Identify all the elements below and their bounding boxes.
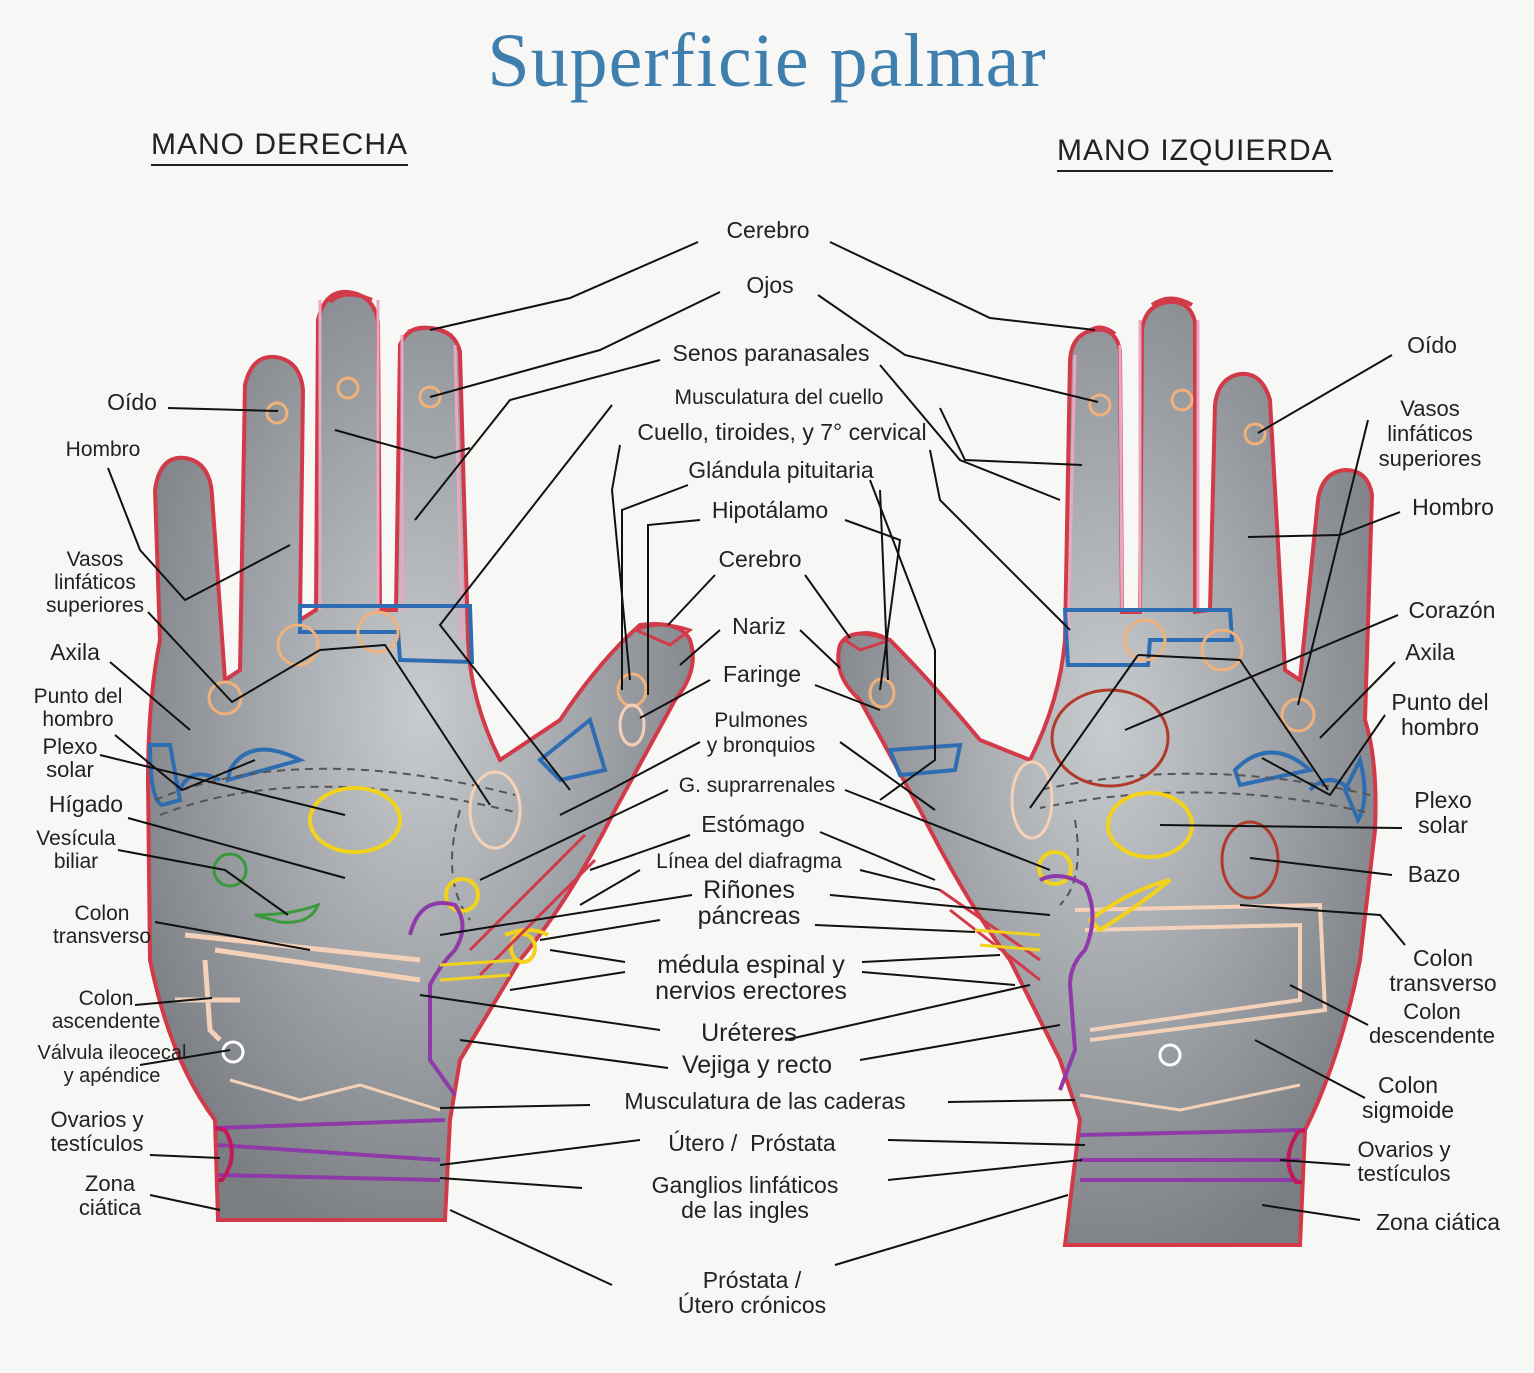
label-l-plexo-solar: Plexo solar [1414,787,1472,838]
label-senos-paranasales: Senos paranasales [672,340,870,366]
label-prostata-utero-cronicos: Próstata / Útero crónicos [677,1267,827,1318]
leader-lines [99,241,1406,1286]
label-l-colon-transverso: Colon transverso [1389,945,1497,996]
label-l-oido: Oído [1407,332,1457,358]
label-r-vesicula-biliar: Vesícula biliar [36,827,116,873]
label-pulmones: Pulmones y bronquios [706,709,816,757]
label-r-vasos-linfaticos: Vasos linfáticos superiores [45,548,145,617]
label-hipotalamo: Hipotálamo [711,497,829,523]
label-ojos: Ojos [746,272,794,298]
right-hand-title: MANO DERECHA [151,128,409,166]
label-r-plexo-solar: Plexo solar [42,734,98,782]
label-l-vasos-linfaticos: Vasos linfáticos superiores [1378,396,1482,471]
label-l-zona-ciatica: Zona ciática [1375,1209,1501,1235]
label-vejiga-recto: Vejiga y recto [681,1051,833,1079]
left-hand-title: MANO IZQUIERDA [1057,134,1333,172]
page-title: Superficie palmar [487,19,1047,103]
label-r-ovarios: Ovarios y testículos [50,1107,144,1156]
right-hand [145,289,695,1222]
label-ganglios-linfaticos: Ganglios linfáticos de las ingles [651,1172,839,1223]
label-r-axila: Axila [50,639,100,665]
label-faringe: Faringe [723,661,801,687]
label-cuello-tiroides: Cuello, tiroides, y 7° cervical [637,419,927,445]
label-r-oido: Oído [107,389,157,415]
label-r-colon-ascendente: Colon ascendente [51,987,161,1033]
label-utero-prostata: Útero / Próstata [668,1130,836,1156]
label-musculatura-cuello: Musculatura del cuello [674,386,884,409]
label-medula-espinal: médula espinal y nervios erectores [655,951,847,1005]
label-r-colon-transverso: Colon transverso [52,902,152,948]
label-musculatura-caderas: Musculatura de las caderas [624,1088,906,1114]
label-r-punto-hombro: Punto del hombro [33,685,123,731]
label-ureteres: Uréteres [701,1019,797,1047]
label-r-valvula-ileocecal: Válvula ileocecal y apéndice [37,1042,187,1087]
label-estomago: Estómago [701,811,805,837]
label-l-ovarios: Ovarios y testículos [1357,1137,1451,1186]
label-linea-diafragma: Línea del diafragma [656,850,842,873]
label-l-punto-hombro: Punto del hombro [1391,689,1489,740]
right-hand-silhouette [145,289,695,1222]
label-cerebro-top: Cerebro [726,217,810,243]
label-l-hombro: Hombro [1412,494,1494,520]
label-r-zona-ciatica: Zona ciática [78,1171,142,1220]
label-l-colon-sigmoide: Colon sigmoide [1361,1072,1455,1123]
label-r-higado: Hígado [48,791,124,817]
label-suprarrenales: G. suprarrenales [678,774,836,797]
label-rinones-pancreas: Riñones páncreas [697,876,801,930]
label-l-axila: Axila [1405,639,1455,665]
label-cerebro-mid: Cerebro [718,546,802,572]
label-l-colon-descendente: Colon descendente [1369,999,1495,1048]
left-hand [836,296,1378,1247]
label-r-hombro: Hombro [65,438,141,461]
label-l-corazon: Corazón [1408,597,1496,623]
label-nariz: Nariz [732,613,786,639]
label-l-bazo: Bazo [1407,861,1461,887]
label-glandula-pituitaria: Glándula pituitaria [688,457,874,483]
